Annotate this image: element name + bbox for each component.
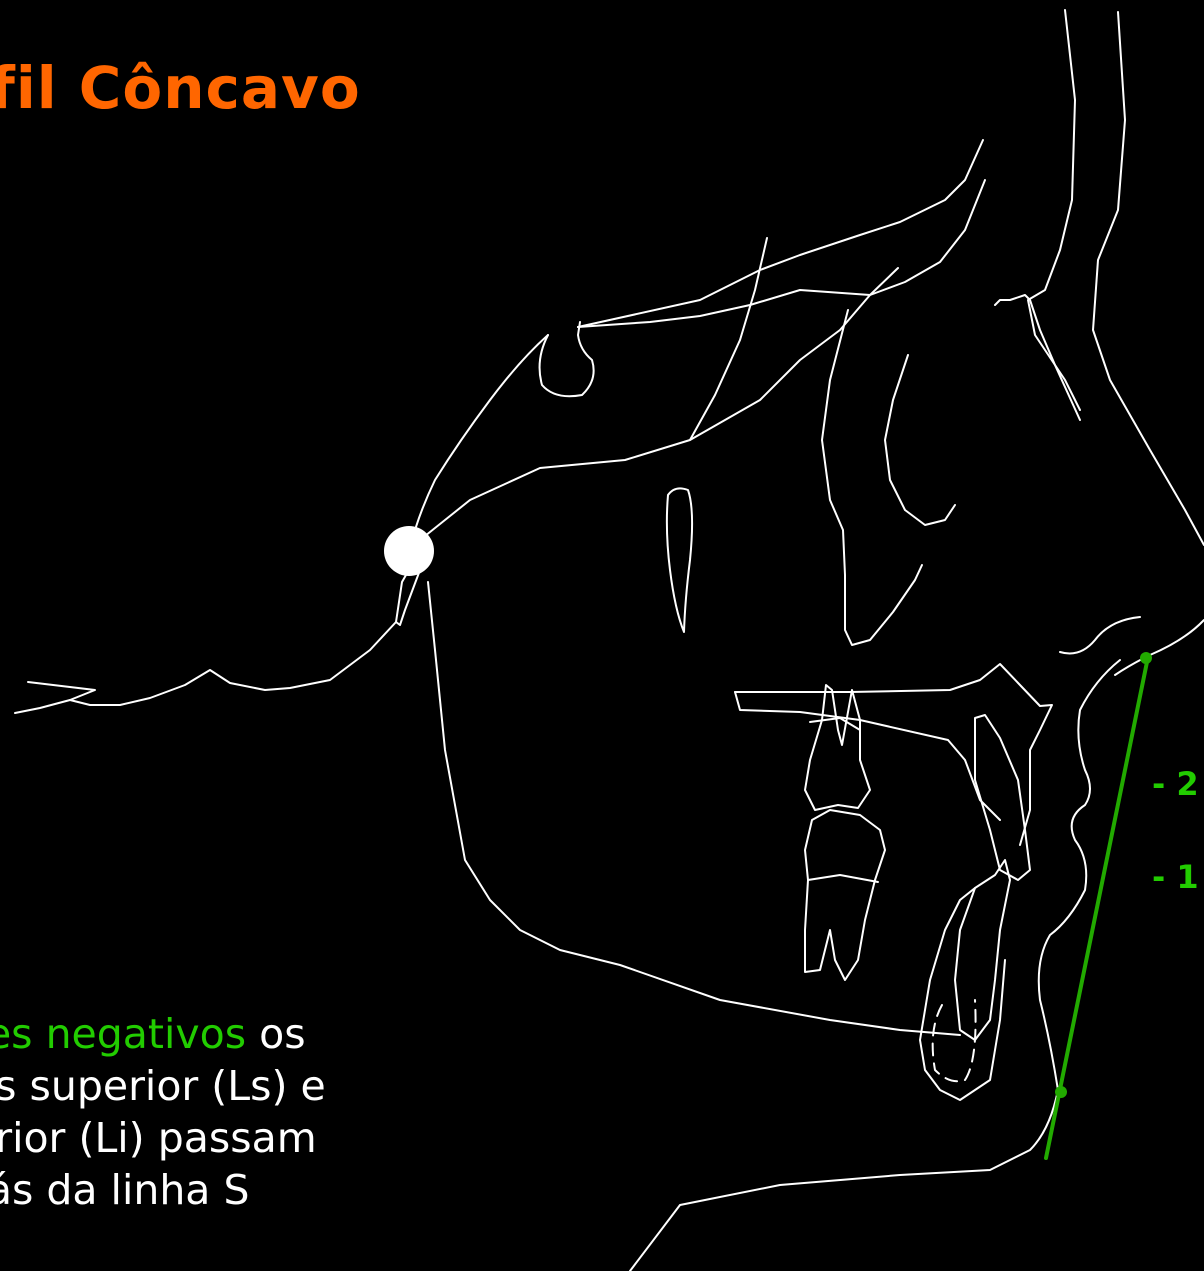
lower-lip-measure: - 1 [1152, 858, 1199, 896]
lower-incisor [954, 859, 1011, 1041]
description-line-4: rás da linha S [0, 1166, 250, 1214]
lower-molar [804, 809, 886, 981]
s-line [1044, 655, 1150, 1160]
palatal-plane [734, 663, 1053, 846]
soft-tissue-forehead [1027, 9, 1081, 411]
soft-tissue-lips [629, 659, 1121, 1271]
upper-lip-measure: - 2 [1152, 765, 1199, 803]
clinoid-line [409, 334, 549, 549]
frontal-bone [577, 139, 984, 328]
maxilla-base [734, 691, 1001, 821]
slide-title: rfil Côncavo [0, 54, 361, 122]
basion-line [14, 681, 96, 714]
soft-tissue-profile [1092, 11, 1204, 546]
nose-tip [1114, 619, 1204, 676]
orbit-floor [884, 354, 956, 526]
upper-incisor [974, 714, 1031, 881]
sella-turcica [538, 321, 595, 398]
s-line-nose-point [1140, 652, 1152, 664]
negative-values-highlight: res negativos [0, 1010, 247, 1058]
description-text: res negativos os os superior (Ls) e erio… [0, 1008, 530, 1216]
occipital-line [69, 621, 397, 706]
sella-point [384, 526, 434, 576]
description-line-3: erior (Li) passam [0, 1114, 317, 1162]
upper-molar [804, 684, 871, 811]
symphysis [919, 887, 1006, 1101]
ramus-and-mandible [427, 581, 961, 1036]
symphysis-inner [931, 999, 977, 1083]
nasal-bone [994, 294, 1081, 421]
s-line-chin-point [1055, 1086, 1067, 1098]
pterygomaxillary-fissure [665, 487, 694, 633]
description-line-1-rest: os [246, 1010, 306, 1058]
upper-molar-crown-line [809, 717, 861, 731]
lower-molar-crown-line [807, 874, 879, 883]
orbit-lateral [821, 309, 923, 646]
description-line-1: res negativos os [0, 1008, 530, 1060]
nostril [1059, 616, 1141, 655]
orbit-rim [577, 179, 986, 328]
description-line-2: os superior (Ls) e [0, 1062, 326, 1110]
sphenoid-line [689, 237, 768, 441]
